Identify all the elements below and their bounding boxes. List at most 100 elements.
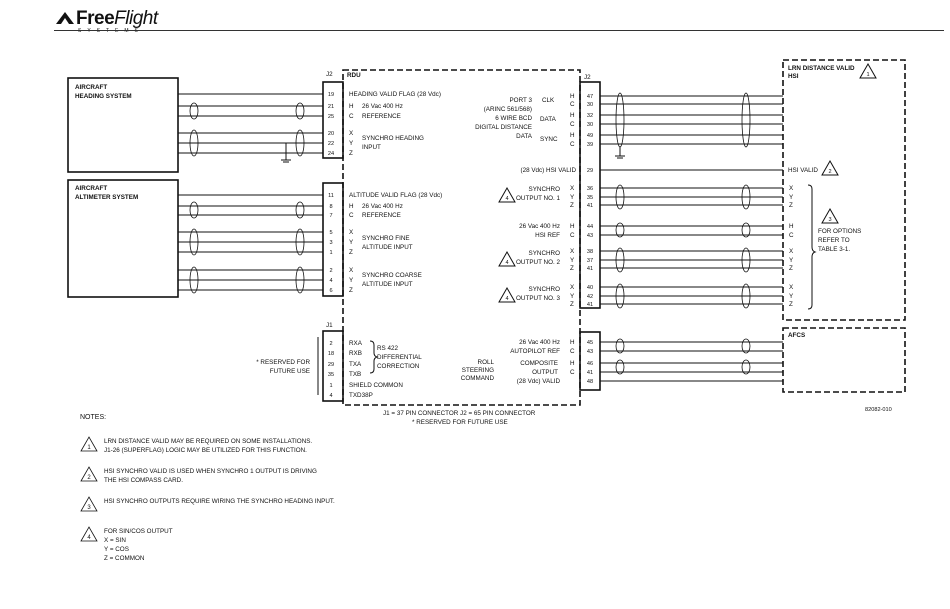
syn1-a: SYNCHRO [529,186,561,193]
coarse-label-1: SYNCHRO COARSE [362,272,422,279]
altitude-ref-2: REFERENCE [362,212,401,219]
note-triangle-icon: 1 [80,436,98,452]
syn2-z: Z [570,265,574,272]
pin-21: 21 [328,104,334,110]
syn2-b: OUTPUT NO. 2 [516,259,560,266]
j2-right-strip-top [579,81,601,309]
note-triangle-icon: 2 [80,466,98,482]
pin-8: 8 [329,204,332,210]
note4-callout-1 [498,186,516,203]
j1-label: J1 [326,322,333,329]
syn2-y: Y [570,257,575,264]
fine-x: X [349,229,354,236]
roll-1: ROLL [478,359,495,366]
hsi-title-1: LRN DISTANCE VALID [788,65,855,72]
note1-callout [859,62,877,79]
sync-label: SYNC [540,136,558,143]
note-triangle-icon: 4 [80,526,98,542]
hsi-h: H [789,223,794,230]
hsi-z1: Z [789,202,793,209]
txb: TXB [349,371,361,378]
hsi-y3: Y [789,293,794,300]
note3-num: 3 [828,217,831,223]
pin-32: 32 [587,113,593,119]
pin-41b: 41 [587,266,593,272]
heading-y: Y [349,140,354,147]
hsi-ref-c: C [570,232,575,239]
ap-ref-1: 26 Vac 400 Hz [519,339,560,346]
txd38p: TXD38P [349,392,373,399]
pin-24: 24 [328,151,334,157]
hsi-y2: Y [789,257,794,264]
pin-11: 11 [328,193,334,199]
pin-30b: 30 [587,122,593,128]
hsi-x1: X [789,185,794,192]
port3-l4: DIGITAL DISTANCE [475,124,532,131]
ap-h: H [570,339,575,346]
logo: FreeFlight [76,8,158,30]
afcs-box: AFCS [782,327,906,393]
heading-valid-label: HEADING VALID FLAG (28 Vdc) [349,91,441,98]
shield-common: SHIELD COMMON [349,382,403,389]
j1-pin-29: 29 [328,362,334,368]
heading-syn-2: INPUT [362,144,381,151]
pin-48: 48 [587,379,593,385]
note2-callout [821,159,839,176]
syn3-z: Z [570,301,574,308]
ap-c: C [570,348,575,355]
svg-text:2: 2 [87,475,91,481]
figure-number: 82082-010 [865,407,892,413]
roll-2: STEERING [462,367,494,374]
pin-46: 46 [587,361,593,367]
pin-19: 19 [328,92,334,98]
hsi-z2: Z [789,265,793,272]
rs422-corr: CORRECTION [377,363,420,370]
logo-main: Free [76,8,115,29]
heading-c: C [349,113,354,120]
pin-40: 40 [587,285,593,291]
pin-43b: 43 [587,349,593,355]
sync-c: C [570,141,575,148]
roll-3: COMMAND [461,375,495,382]
heading-wires [178,93,323,163]
pin-30a: 30 [587,102,593,108]
hsi-title-2: HSI [788,73,799,80]
note-triangle-icon: 3 [80,496,98,512]
note2-num: 2 [828,169,831,175]
heading-ref-1: 26 Vac 400 Hz [362,103,403,110]
j2-right-strip-bottom [579,331,601,391]
options-3: TABLE 3-1. [818,246,850,253]
altitude-wires [178,194,323,294]
pin-5: 5 [329,230,332,236]
syn3-y: Y [570,293,575,300]
clk-h: H [570,93,575,100]
svg-text:4: 4 [87,535,91,541]
pin-36: 36 [587,186,593,192]
header-rule [54,30,944,31]
altitude-valid-label: ALTITUDE VALID FLAG (28 Vdc) [349,192,442,199]
j1-strip [322,330,344,402]
altimeter-system-box: AIRCRAFT ALTIMETER SYSTEM [67,179,179,298]
comp-c: C [570,369,575,376]
pin-41d: 41 [587,370,593,376]
comp-2: OUTPUT [532,369,558,376]
fine-label-2: ALTITUDE INPUT [362,244,413,251]
pin-39: 39 [587,142,593,148]
syn3-a: SYNCHRO [529,286,561,293]
j2-left-heading-strip [322,81,344,159]
reserved-2: FUTURE USE [270,368,310,375]
pin-7: 7 [329,213,332,219]
pin-43a: 43 [587,233,593,239]
data-c: C [570,121,575,128]
svg-text:3: 3 [87,505,91,511]
data-label: DATA [540,116,557,123]
j1-pin-1: 1 [329,383,332,389]
heading-box-line2: HEADING SYSTEM [75,93,132,100]
rxa: RXA [349,340,363,347]
rxb: RXB [349,350,362,357]
hsi-y1: Y [789,194,794,201]
j1-pin-18: 18 [328,351,334,357]
note-text: HSI SYNCHRO OUTPUTS REQUIRE WIRING THE S… [104,498,335,505]
notes-title: NOTES: [80,414,107,421]
